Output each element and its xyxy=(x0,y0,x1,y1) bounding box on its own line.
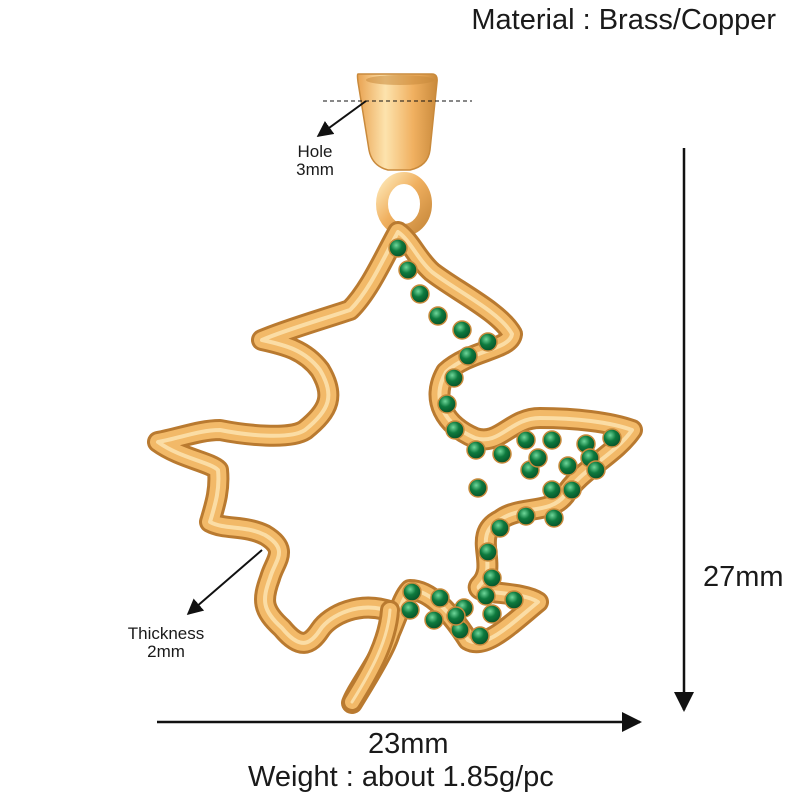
green-stone xyxy=(445,420,465,440)
green-stone xyxy=(542,430,562,450)
green-stone xyxy=(388,238,408,258)
thickness-label-title: Thickness xyxy=(127,624,205,643)
green-stone xyxy=(516,506,536,526)
green-stone xyxy=(468,478,488,498)
green-stone xyxy=(402,582,422,602)
green-stone xyxy=(428,306,448,326)
green-stone xyxy=(562,480,582,500)
green-stone xyxy=(482,568,502,588)
hole-dimension xyxy=(316,100,472,137)
thickness-label-value: 2mm xyxy=(147,642,185,661)
green-stone xyxy=(492,444,512,464)
green-stone xyxy=(400,600,420,620)
green-stone xyxy=(478,332,498,352)
green-stone xyxy=(470,626,490,646)
green-stone xyxy=(437,394,457,414)
green-stone xyxy=(478,542,498,562)
width-label: 23mm xyxy=(368,728,449,760)
green-stone xyxy=(544,508,564,528)
green-stone xyxy=(542,480,562,500)
hole-label-title: Hole xyxy=(297,142,333,161)
green-stone xyxy=(424,610,444,630)
green-stone xyxy=(516,430,536,450)
green-stone xyxy=(398,260,418,280)
green-stone xyxy=(466,440,486,460)
green-stone xyxy=(446,606,466,626)
thickness-label: Thickness 2mm xyxy=(104,625,228,661)
green-stone xyxy=(482,604,502,624)
thickness-dimension xyxy=(186,549,263,616)
green-stones xyxy=(388,238,622,646)
bail xyxy=(356,73,438,171)
green-stone xyxy=(504,590,524,610)
green-stone xyxy=(444,368,464,388)
hole-label: Hole 3mm xyxy=(270,143,360,179)
green-stone xyxy=(476,586,496,606)
leaf-frame xyxy=(147,221,643,714)
green-stone xyxy=(490,518,510,538)
green-stone xyxy=(586,460,606,480)
jump-ring xyxy=(376,172,432,236)
height-label: 27mm xyxy=(703,561,784,593)
green-stone xyxy=(430,588,450,608)
green-stone xyxy=(458,346,478,366)
material-label: Material : Brass/Copper xyxy=(471,4,776,36)
green-stone xyxy=(528,448,548,468)
hole-label-value: 3mm xyxy=(296,160,334,179)
green-stone xyxy=(558,456,578,476)
weight-label: Weight : about 1.85g/pc xyxy=(248,761,554,793)
green-stone xyxy=(410,284,430,304)
green-stone xyxy=(602,428,622,448)
green-stone xyxy=(452,320,472,340)
